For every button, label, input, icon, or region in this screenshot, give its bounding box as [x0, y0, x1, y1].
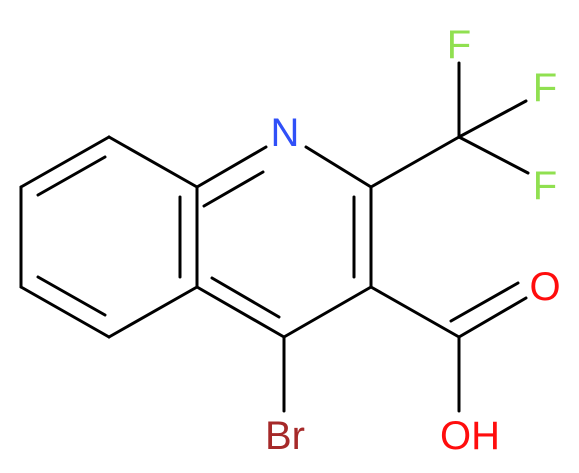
- bond: [457, 135, 530, 175]
- bond: [195, 145, 268, 189]
- bond: [195, 285, 286, 339]
- trifluoromethyl-group: [369, 61, 530, 189]
- fluorine-atom-label: F: [447, 23, 471, 67]
- benzene-ring: [19, 135, 199, 339]
- double-bond-inner: [202, 170, 265, 208]
- fluorine-atom-label: F: [533, 66, 557, 110]
- bond: [107, 285, 199, 339]
- double-bond-outer: [449, 281, 520, 323]
- bond: [304, 145, 373, 189]
- bond: [107, 135, 199, 189]
- fluorine-atom-label: F: [533, 164, 557, 208]
- bond: [369, 135, 461, 189]
- bond: [457, 296, 528, 339]
- bond: [457, 99, 528, 139]
- nitrogen-atom-label: N: [271, 111, 300, 155]
- pyridine-ring: [195, 145, 373, 339]
- bond: [282, 285, 373, 339]
- carboxylic-acid-group: [369, 281, 528, 413]
- double-bond-inner: [210, 276, 281, 319]
- hydroxyl-group-label: OH: [440, 414, 500, 458]
- double-bond-inner: [36, 275, 107, 317]
- bond: [19, 285, 111, 339]
- bond: [19, 135, 111, 189]
- bromine-atom-label: Br: [265, 414, 305, 458]
- double-bond-inner: [36, 155, 107, 197]
- carbonyl-oxygen-atom-label: O: [529, 265, 560, 309]
- bond: [369, 285, 461, 339]
